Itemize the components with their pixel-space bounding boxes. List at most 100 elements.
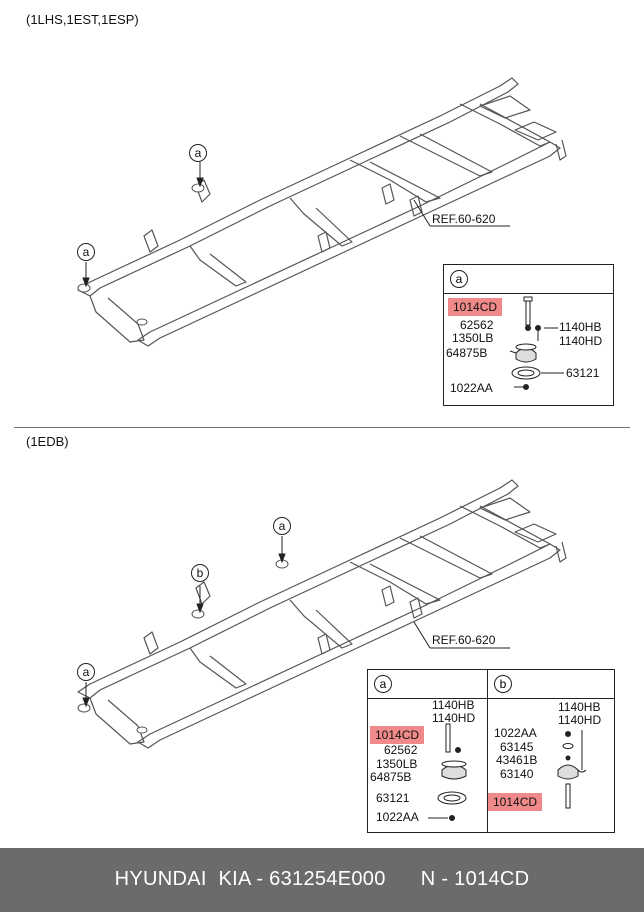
part-number-1140HB: 1140HB xyxy=(559,320,602,334)
washer-62562-a xyxy=(455,747,461,753)
bolt-1014CD-b xyxy=(565,783,571,809)
bolt-1014CD xyxy=(525,298,531,326)
leader-ref xyxy=(413,199,431,227)
frame-bracket-2 xyxy=(143,229,159,253)
frame-bracket-6 xyxy=(555,541,567,563)
part-number-1140HD-a: 1140HD xyxy=(432,711,476,725)
detail-box-bottom: a b 1140HB 1 xyxy=(367,669,615,833)
frame-left-rail xyxy=(77,77,519,297)
crossmember-rear xyxy=(459,103,551,147)
part-number-63140-b: 63140 xyxy=(500,767,534,781)
part-number-64875B-a: 64875B xyxy=(370,770,412,784)
part-number-64875B: 64875B xyxy=(446,346,488,360)
detail-box-header: a xyxy=(444,265,613,294)
detail-box-separator xyxy=(487,670,488,832)
part-number-1022AA-a: 1022AA xyxy=(376,810,419,824)
ref-label-bottom: REF.60-620 xyxy=(432,633,496,647)
washer-62562 xyxy=(525,325,531,331)
variant-label-top: (1LHS,1EST,1ESP) xyxy=(26,12,139,27)
part-number-1140HB-b: 1140HB xyxy=(558,700,601,714)
nut-1022AA xyxy=(523,384,529,390)
crossmember-4 xyxy=(399,133,493,177)
chassis-frame-drawing-bottom xyxy=(77,479,567,749)
crossmember-4 xyxy=(399,535,493,579)
part-number-1014CD: 1014CD xyxy=(448,298,503,316)
section-divider xyxy=(14,427,630,428)
mount-hole-front xyxy=(77,703,91,713)
part-number-63121: 63121 xyxy=(566,366,600,380)
part-number-63145-b: 63145 xyxy=(500,740,534,754)
frame-bracket-4 xyxy=(381,183,395,205)
frame-bracket-4 xyxy=(381,585,395,607)
crossmember-2 xyxy=(289,599,353,649)
part-number-1014CD-b: 1014CD xyxy=(488,793,543,811)
callout-a-top-1: a xyxy=(189,144,207,162)
plate-1350LB xyxy=(515,343,537,351)
frame-bracket-3 xyxy=(317,231,331,253)
part-number-1140HD-b: 1140HD xyxy=(558,713,602,727)
part-number-1140HD: 1140HD xyxy=(559,334,603,348)
detail-box-header: a b xyxy=(368,670,614,699)
part-number-43461B-b: 43461B xyxy=(496,753,538,767)
bolt-1014CD-a xyxy=(445,723,451,753)
mount-hole-mid xyxy=(191,609,205,619)
nut-43461B-b xyxy=(565,755,571,761)
crossmember-1 xyxy=(189,647,247,689)
plate-1350LB-a xyxy=(441,760,467,768)
part-number-1022AA-b: 1022AA xyxy=(494,726,537,740)
chassis-frame-drawing-top xyxy=(77,77,567,347)
nut-1022AA-b xyxy=(565,731,571,737)
rear-brace xyxy=(479,497,557,543)
leader-arrow-a1 xyxy=(82,277,90,288)
ref-label-top: REF.60-620 xyxy=(432,212,496,226)
bolt-head xyxy=(523,296,533,302)
frame-right-rail xyxy=(137,543,561,749)
frame-bracket-5 xyxy=(409,597,423,619)
leader-arrow-a2 xyxy=(278,553,286,564)
part-number-62562: 62562 xyxy=(460,318,494,332)
frame-bracket-2 xyxy=(143,631,159,655)
detail-circle-a: a xyxy=(450,270,468,288)
callout-a-top-2: a xyxy=(77,243,95,261)
rear-brace xyxy=(479,95,557,141)
callout-b-bottom: b xyxy=(191,564,209,582)
crossmember-2 xyxy=(289,197,353,247)
leader-arrow-a2 xyxy=(196,177,204,188)
footer-bar: HYUNDAI KIA - 631254E000 N - 1014CD xyxy=(0,848,644,912)
part-number-1350LB: 1350LB xyxy=(452,331,494,345)
nut-1022AA-a xyxy=(449,815,455,821)
part-number-1022AA: 1022AA xyxy=(450,381,493,395)
mount-parts-drawing-bottom xyxy=(428,723,587,821)
mount-hole-mid xyxy=(191,183,205,193)
crossmember-front xyxy=(89,295,145,343)
leader-arrow-b xyxy=(196,603,204,614)
crossmember-3 xyxy=(349,561,441,605)
nut-1140HB xyxy=(535,325,541,331)
crossmember-rear xyxy=(459,505,551,549)
mount-hole-rear xyxy=(136,726,148,734)
frame-bracket-3 xyxy=(317,633,331,655)
mount-parts-drawing-top xyxy=(509,296,564,390)
part-number-63121-a: 63121 xyxy=(376,791,410,805)
crossmember-3 xyxy=(349,159,441,203)
frame-bracket-1 xyxy=(195,581,211,605)
mount-hole-front xyxy=(77,283,91,293)
part-number-1014CD-a: 1014CD xyxy=(370,726,425,744)
washer-63145-b xyxy=(562,743,574,749)
detail-circle-a: a xyxy=(374,675,392,693)
crossmember-1 xyxy=(189,245,247,287)
leader-arrow-a1 xyxy=(82,697,90,708)
frame-left-rail xyxy=(77,479,519,699)
crossmember-front xyxy=(89,697,145,745)
part-number-62562-a: 62562 xyxy=(384,743,418,757)
callout-a-bottom-rear: a xyxy=(273,517,291,535)
part-number-1350LB-a: 1350LB xyxy=(376,757,418,771)
part-number-1140HB-a: 1140HB xyxy=(432,698,475,712)
frame-bracket-5 xyxy=(409,195,423,217)
mount-hole-rear xyxy=(136,318,148,326)
detail-circle-b: b xyxy=(494,675,512,693)
frame-bracket-6 xyxy=(555,139,567,161)
detail-box-a-top: a 1014CD 62562 1350LB 64875B xyxy=(443,264,614,406)
footer-part-number: HYUNDAI KIA - 631254E000 N - 1014CD xyxy=(114,868,530,890)
